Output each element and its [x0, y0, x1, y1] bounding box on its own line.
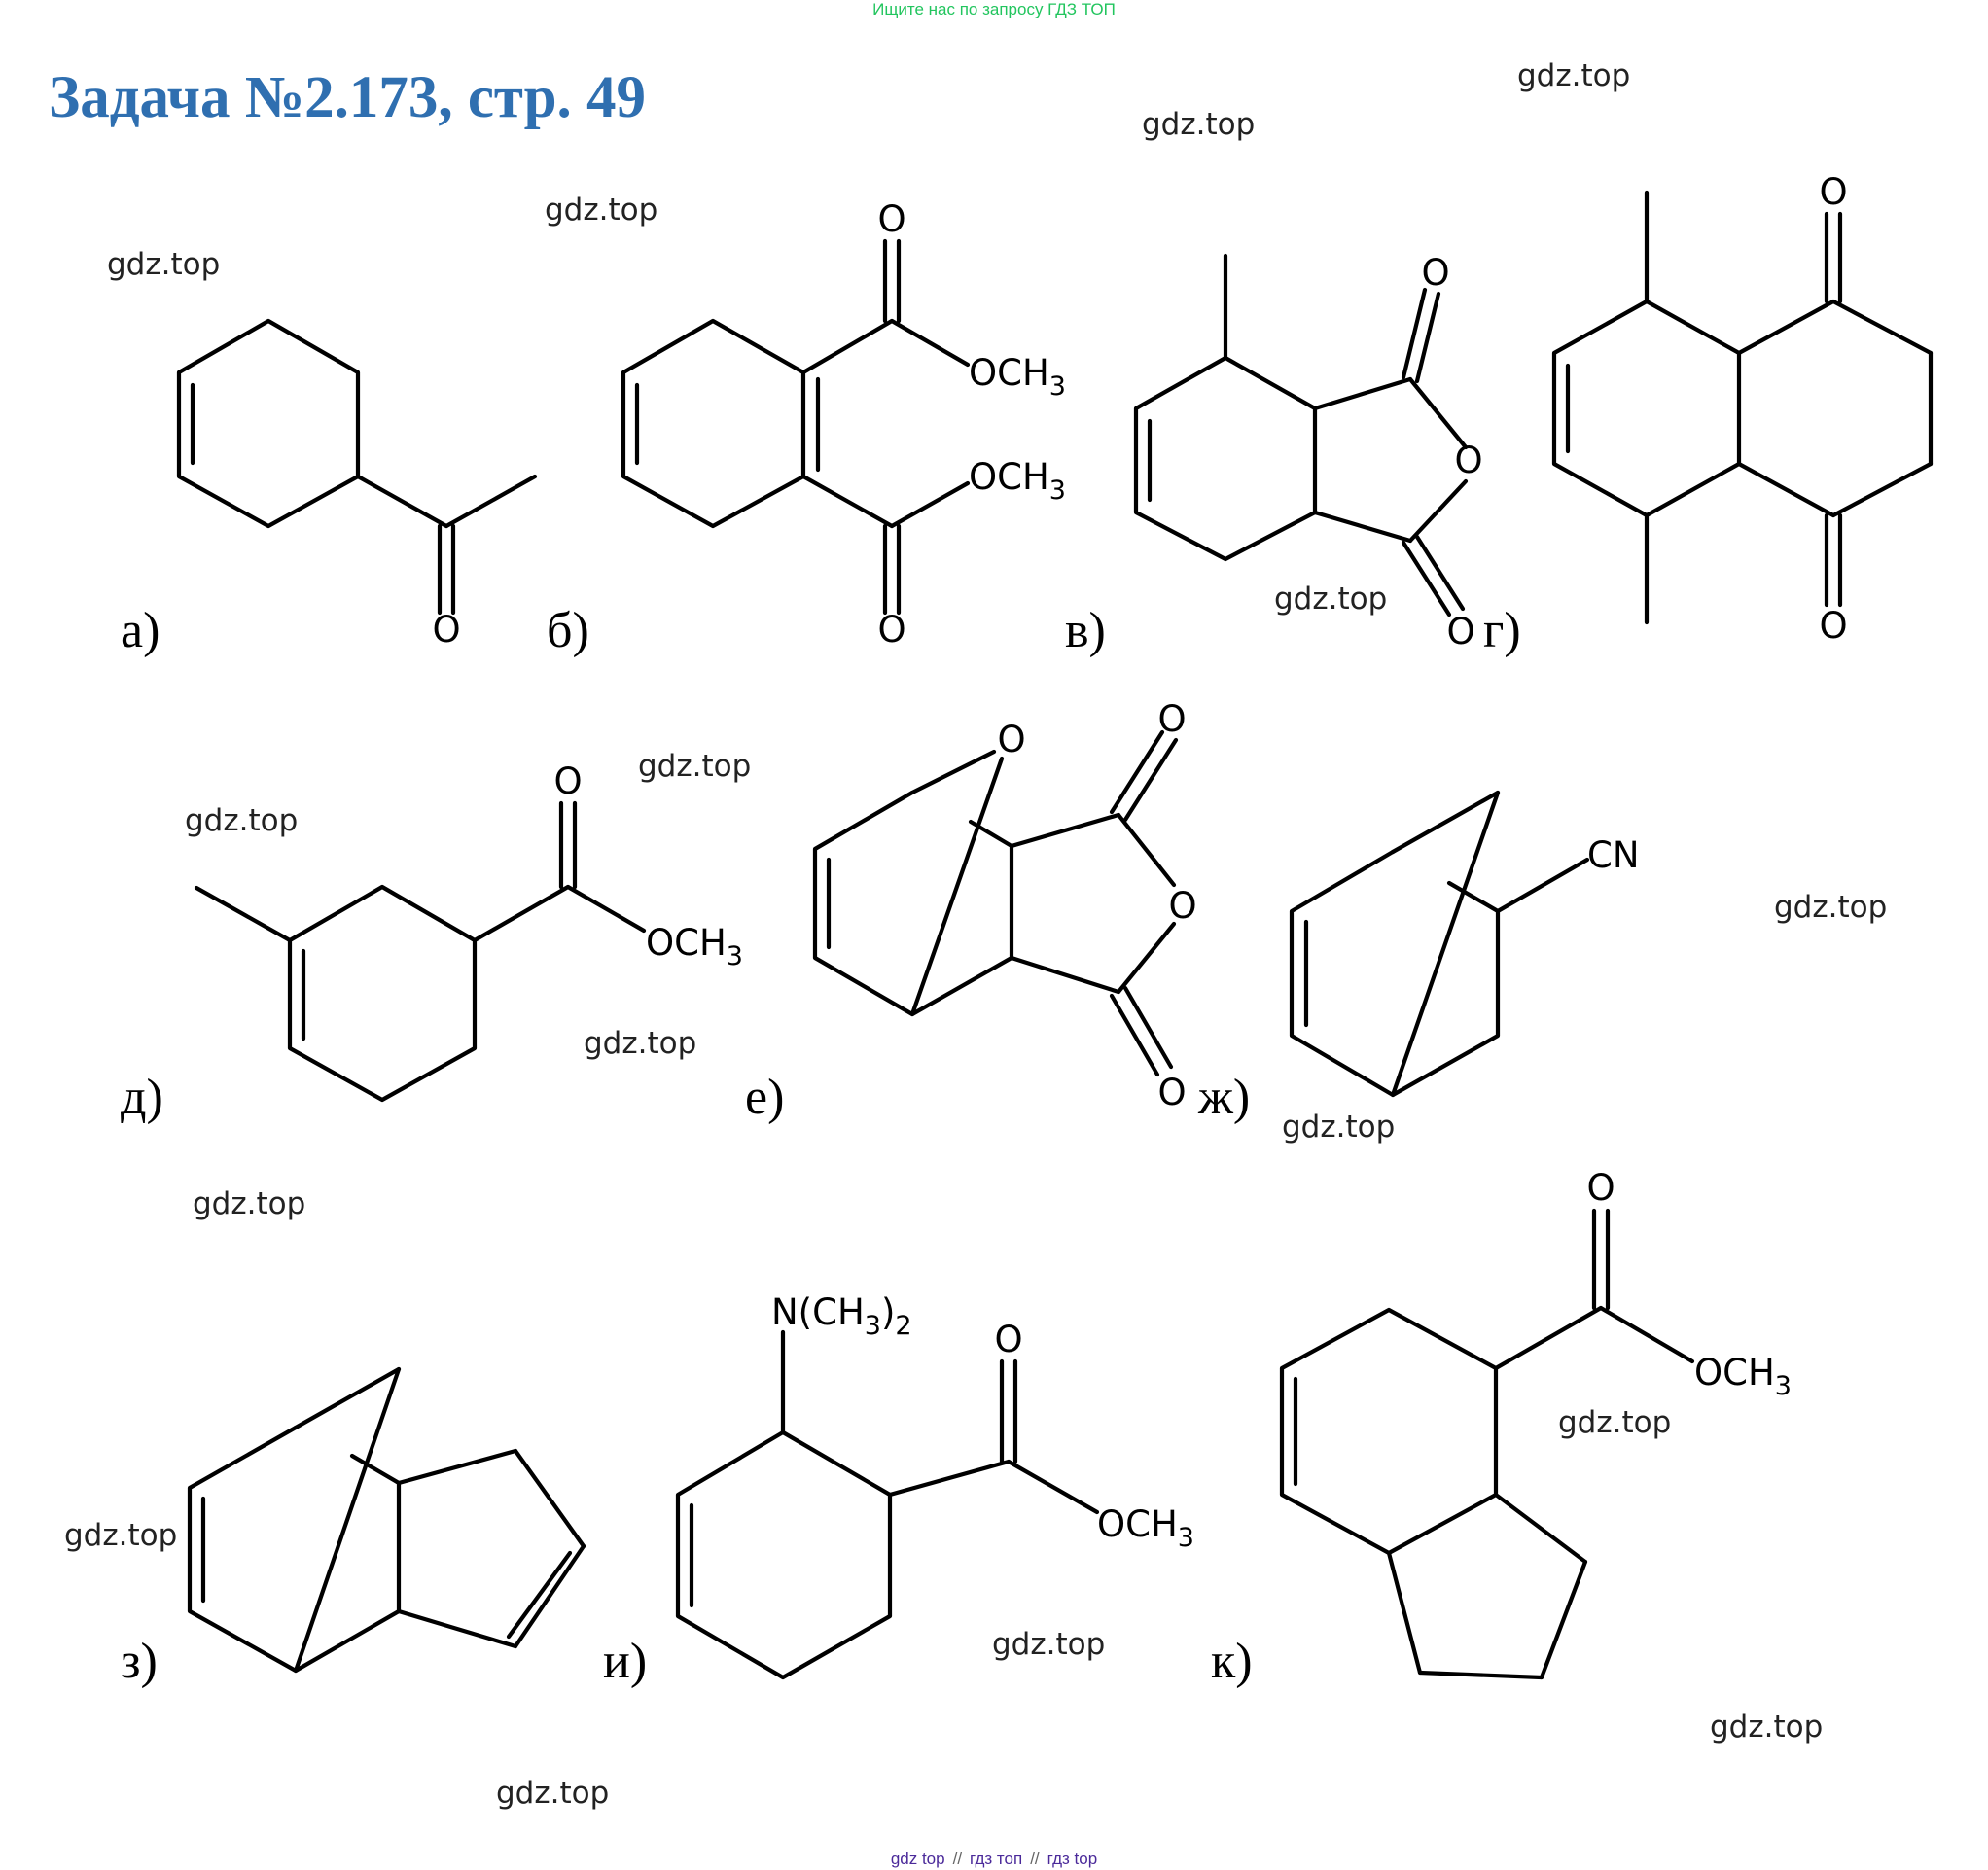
structure-i: N(CH3)2 O OCH3 и) [603, 1291, 1194, 1689]
watermark: gdz.top [1142, 107, 1256, 142]
structure-e: O O O O е) [745, 698, 1197, 1125]
oxygen-atom: O [997, 719, 1025, 760]
watermark: gdz.top [1517, 58, 1631, 93]
structure-label: б) [547, 603, 589, 658]
methoxy-group: OCH3 [969, 456, 1066, 506]
structure-label: г) [1483, 603, 1521, 658]
footer-link[interactable]: gdz top [890, 1850, 945, 1868]
structure-label: ж) [1197, 1070, 1250, 1125]
oxygen-atom: O [1446, 611, 1474, 653]
watermark: gdz.top [185, 803, 299, 838]
oxygen-atom: O [1421, 252, 1449, 294]
dimethylamino-group: N(CH3)2 [771, 1291, 912, 1341]
structure-label: д) [121, 1070, 163, 1125]
structure-g: O O г) [1483, 171, 1934, 658]
watermark: gdz.top [1274, 582, 1388, 617]
oxygen-atom: O [1168, 885, 1196, 927]
structure-d: O OCH3 д) [121, 760, 743, 1125]
oxygen-atom: O [1819, 171, 1847, 213]
structure-v: O O O в) [1065, 252, 1483, 658]
structure-b: O O OCH3 OCH3 б) [547, 198, 1066, 658]
watermark: gdz.top [1710, 1710, 1824, 1745]
structure-label: з) [121, 1634, 158, 1689]
structure-a: O а) [121, 318, 538, 658]
methoxy-group: OCH3 [969, 352, 1066, 402]
footer-link[interactable]: гдз top [1047, 1850, 1098, 1868]
watermark: gdz.top [1774, 890, 1888, 925]
structure-label: а) [121, 603, 160, 658]
nitrile-group: CN [1587, 834, 1640, 876]
watermark: gdz.top [107, 247, 221, 282]
watermark: gdz.top [1558, 1405, 1672, 1440]
oxygen-atom: O [877, 609, 905, 651]
methoxy-group: OCH3 [1097, 1503, 1194, 1553]
structure-label: е) [745, 1070, 784, 1125]
methoxy-group: OCH3 [1694, 1352, 1792, 1401]
structure-zh: CN ж) [1197, 790, 1640, 1125]
oxygen-atom: O [994, 1319, 1022, 1360]
watermark: gdz.top [992, 1627, 1106, 1662]
structure-label: и) [603, 1634, 647, 1689]
structure-label: к) [1211, 1634, 1253, 1689]
oxygen-atom: O [1586, 1167, 1615, 1209]
watermark: gdz.top [496, 1776, 610, 1811]
oxygen-atom: O [1819, 605, 1847, 647]
footer-link[interactable]: гдз топ [970, 1850, 1023, 1868]
footer-separator: // [952, 1850, 963, 1868]
structure-k: O OCH3 к) [1211, 1167, 1792, 1689]
oxygen-atom: O [1454, 440, 1482, 481]
methoxy-group: OCH3 [646, 922, 743, 971]
watermark: gdz.top [1282, 1110, 1396, 1145]
watermark: gdz.top [584, 1026, 697, 1061]
footer-links: gdz top // гдз топ // гдз top [0, 1850, 1988, 1869]
oxygen-atom: O [1157, 1072, 1186, 1113]
watermark: gdz.top [64, 1518, 178, 1553]
oxygen-atom: O [553, 760, 582, 802]
watermark: gdz.top [545, 193, 658, 228]
page-title: Задача №2.173, стр. 49 [49, 65, 647, 130]
top-banner[interactable]: Ищите нас по запросу ГДЗ ТОП [872, 0, 1116, 18]
oxygen-atom: O [877, 198, 905, 240]
structure-label: в) [1065, 603, 1106, 658]
watermark: gdz.top [638, 749, 752, 784]
structure-z: з) [121, 1366, 586, 1689]
oxygen-atom: O [432, 609, 460, 651]
oxygen-atom: O [1157, 698, 1186, 740]
footer-separator: // [1030, 1850, 1040, 1868]
watermark: gdz.top [193, 1186, 306, 1221]
